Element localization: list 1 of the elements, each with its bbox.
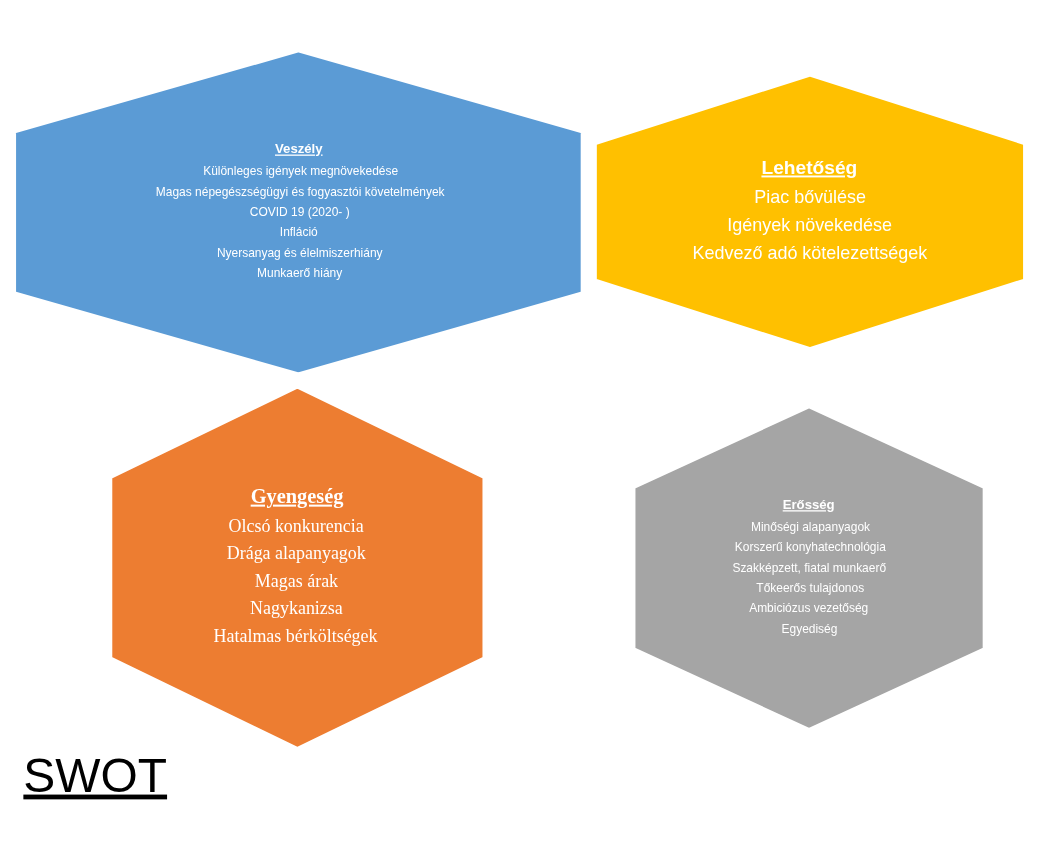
diagram-title: SWOT <box>22 748 167 802</box>
